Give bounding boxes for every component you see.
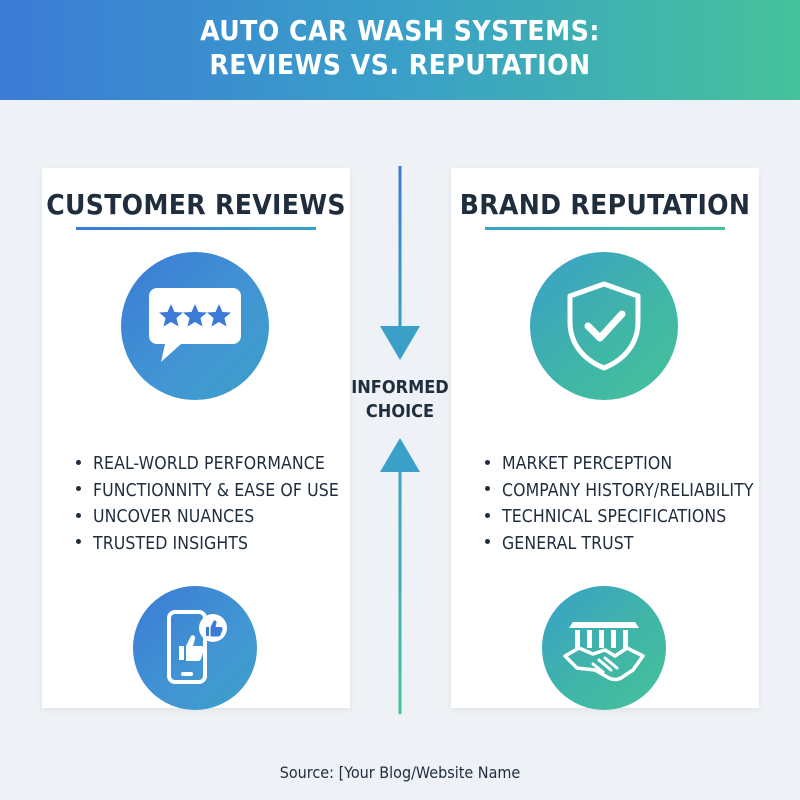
customer-reviews-title: CUSTOMER REVIEWS [46,188,346,221]
brand-reputation-list: MARKET PERCEPTION COMPANY HISTORY/RELIAB… [485,451,753,558]
building-handshake-icon [542,586,666,710]
title-line-2: REVIEWS VS. REPUTATION [209,48,591,81]
list-item: REAL-WORLD PERFORMANCE [76,451,340,478]
customer-reviews-card: CUSTOMER REVIEWS REAL-WORLD PERFORMANCE … [42,168,350,710]
smartphone-thumbs-up-icon [133,586,257,710]
list-item: FUNCTIONNITY & EASE OF USE [76,478,340,505]
chat-bubble-stars-icon [121,252,269,400]
title-underline [76,227,316,230]
down-arrow-icon [380,166,420,360]
list-item: UNCOVER NUANCES [76,504,340,531]
header-banner: AUTO CAR WASH SYSTEMS: REVIEWS VS. REPUT… [0,0,800,100]
list-item: MARKET PERCEPTION [485,451,749,478]
source-caption: Source: [Your Blog/Website Name [279,763,521,782]
shield-check-icon [530,252,678,400]
customer-reviews-list: REAL-WORLD PERFORMANCE FUNCTIONNITY & EA… [76,451,340,557]
list-item: TRUSTED INSIGHTS [76,531,340,558]
brand-reputation-card: BRAND REPUTATION MARKET PERCEPTION COMPA… [451,168,759,710]
brand-reputation-title: BRAND REPUTATION [459,188,751,221]
title-line-1: AUTO CAR WASH SYSTEMS: [200,14,600,47]
list-item: GENERAL TRUST [485,531,749,558]
center-arrows [380,166,420,714]
informed-choice-label: INFORMED CHOICE [351,377,449,422]
list-item: COMPANY HISTORY/RELIABILITY [485,478,753,505]
list-item: TECHNICAL SPECIFICATIONS [485,504,749,531]
title-underline [485,227,725,230]
up-arrow-icon [380,438,420,714]
